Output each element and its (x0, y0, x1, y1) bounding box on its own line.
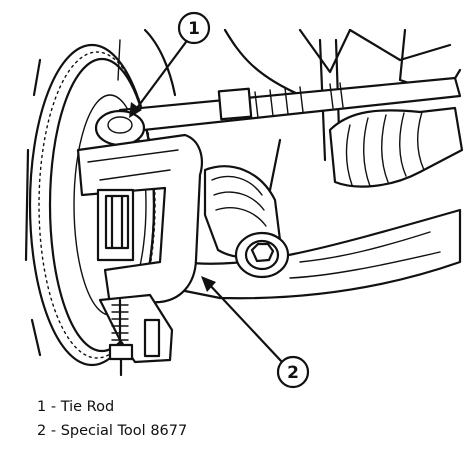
lower-control-arm (178, 208, 462, 300)
legend-label: Special Tool 8677 (60, 423, 188, 439)
tie-rod (94, 76, 462, 147)
special-tool (76, 133, 203, 377)
callout-1: 1 (129, 11, 211, 118)
legend-item-tie-rod: 1 - Tie Rod (37, 399, 115, 415)
cv-axle-boot (328, 106, 464, 188)
legend: 1 - Tie Rod 2 - Special Tool 8677 (37, 395, 187, 443)
legend-number: 1 (37, 399, 47, 415)
legend-item-special-tool: 2 - Special Tool 8677 (37, 423, 188, 439)
suspension-illustration: 1 2 (24, 11, 464, 389)
callout-2-label: 2 (287, 363, 299, 383)
legend-number: 2 (37, 423, 47, 439)
callout-1-label: 1 (188, 19, 200, 39)
legend-label: Tie Rod (60, 399, 115, 415)
callout-2: 2 (201, 276, 310, 389)
